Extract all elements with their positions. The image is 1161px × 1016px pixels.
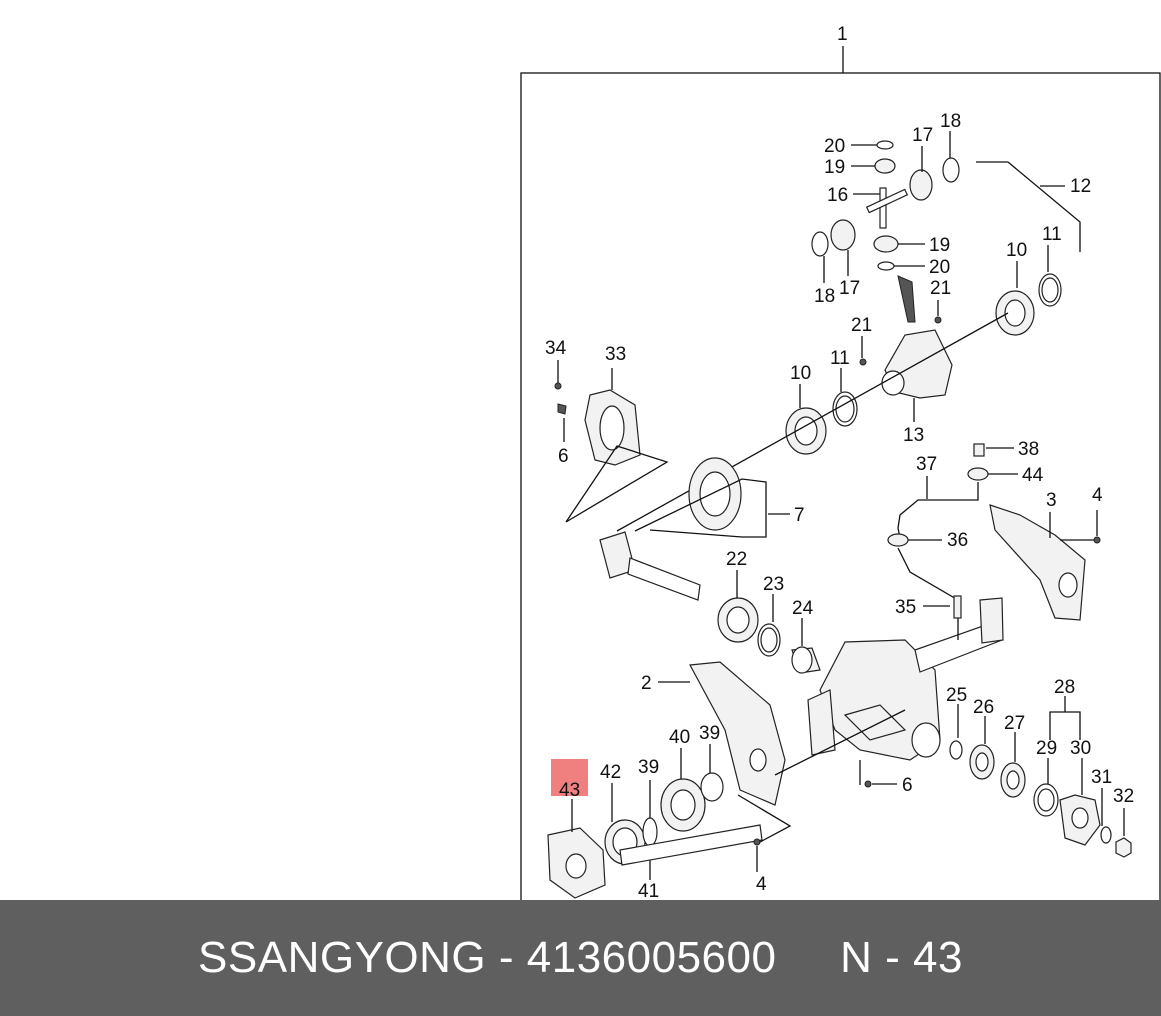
label-10: 10 <box>1006 240 1027 261</box>
part-caption-bar: SSANGYONG - 4136005600 N - 43 <box>0 900 1161 1016</box>
label-12: 12 <box>1070 176 1091 197</box>
right-shaft-parts-group <box>949 696 1132 858</box>
label-42: 42 <box>600 762 621 783</box>
label-32: 32 <box>1113 786 1134 807</box>
label-3: 3 <box>1046 490 1057 511</box>
label-36: 36 <box>947 530 968 551</box>
label-11: 11 <box>830 348 850 369</box>
label-24: 24 <box>792 598 814 619</box>
differential-gears-group <box>811 131 1081 323</box>
label-18: 18 <box>940 111 961 132</box>
label-39: 39 <box>638 757 659 778</box>
differential-carrier-group <box>616 245 1062 532</box>
label-17: 17 <box>912 125 933 146</box>
label-10: 10 <box>790 363 811 384</box>
label-41: 41 <box>638 881 659 900</box>
ring-pinion-group <box>554 360 790 601</box>
label-30: 30 <box>1070 738 1091 759</box>
axle-housing-group <box>658 504 1101 806</box>
label-23: 23 <box>763 574 784 595</box>
label-28: 28 <box>1054 677 1075 698</box>
label-26: 26 <box>973 697 994 718</box>
label-20: 20 <box>824 136 845 157</box>
label-22: 22 <box>726 549 747 570</box>
label-25: 25 <box>946 685 967 706</box>
pinion-bearing-group <box>717 570 821 674</box>
caption-gap <box>776 933 840 983</box>
label-11: 11 <box>1042 224 1062 245</box>
label-44: 44 <box>1022 465 1044 486</box>
label-21: 21 <box>930 278 951 299</box>
position-prefix: N - <box>840 933 913 982</box>
label-20: 20 <box>929 257 950 278</box>
label-16: 16 <box>827 185 848 206</box>
label-35: 35 <box>895 597 916 618</box>
label-4: 4 <box>756 874 767 895</box>
label-17: 17 <box>839 278 860 299</box>
exploded-parts-diagram: 1 20 19 17 18 16 12 19 20 10 11 18 17 21… <box>520 24 1161 900</box>
label-13: 13 <box>903 425 924 446</box>
label-21: 21 <box>851 315 872 336</box>
label-43: 43 <box>559 780 580 801</box>
label-4: 4 <box>1092 485 1103 506</box>
label-29: 29 <box>1036 738 1057 759</box>
label-40: 40 <box>669 727 690 748</box>
position-number: 43 <box>913 933 963 982</box>
label-1: 1 <box>837 24 848 45</box>
label-19: 19 <box>929 235 950 256</box>
label-27: 27 <box>1004 713 1025 734</box>
label-31: 31 <box>1091 767 1112 788</box>
assembly-frame <box>520 72 1161 900</box>
part-number-labels: 1 20 19 17 18 16 12 19 20 10 11 18 17 21… <box>545 24 1134 900</box>
label-37: 37 <box>916 454 937 475</box>
caption-separator: - <box>486 933 527 982</box>
label-19: 19 <box>824 157 845 178</box>
label-34: 34 <box>545 338 567 359</box>
highlight-marker <box>551 759 588 796</box>
label-33: 33 <box>605 344 626 365</box>
label-39: 39 <box>699 723 720 744</box>
label-6: 6 <box>558 446 569 467</box>
label-6: 6 <box>902 775 913 796</box>
label-38: 38 <box>1018 439 1039 460</box>
label-2: 2 <box>641 673 652 694</box>
breather-group <box>887 443 1018 640</box>
label-18: 18 <box>814 286 835 307</box>
label-7: 7 <box>794 505 805 526</box>
part-number: 4136005600 <box>526 933 777 982</box>
left-shaft-parts-group <box>547 744 792 899</box>
brand-name: SSANGYONG <box>198 933 487 982</box>
